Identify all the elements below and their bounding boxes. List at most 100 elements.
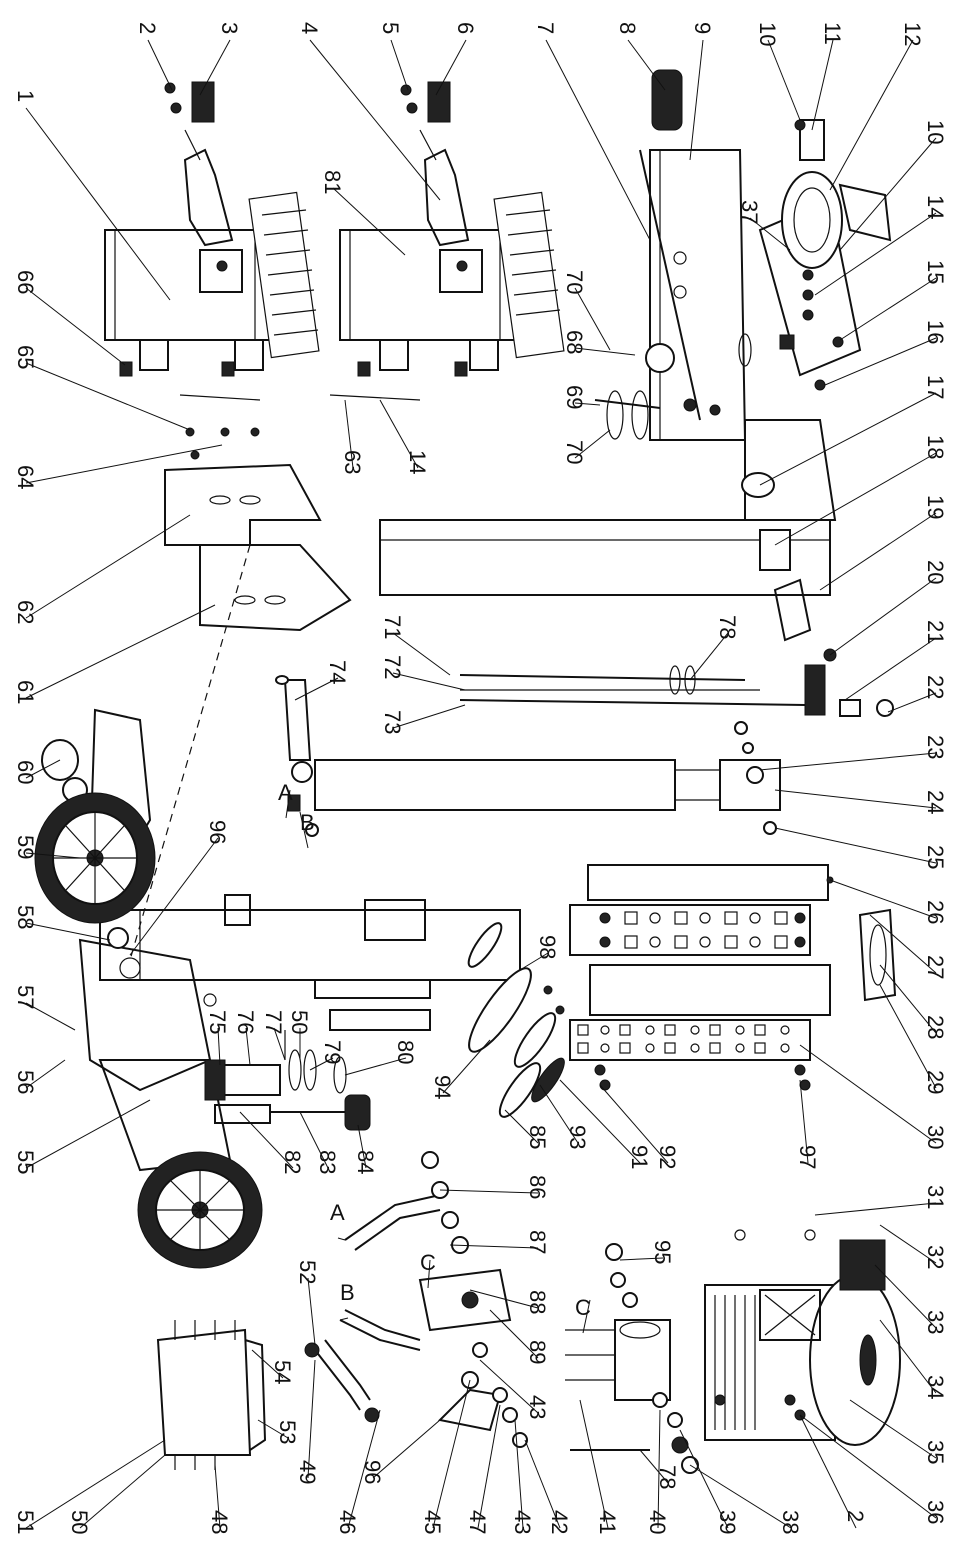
leader-line: [627, 39, 666, 91]
callout-c31: 31: [814, 1185, 948, 1216]
leader-line: [257, 1419, 289, 1439]
leader-line: [477, 1404, 501, 1529]
callout-number: C: [575, 1295, 591, 1320]
part-rods: [459, 665, 806, 706]
callout-number: 50: [287, 1010, 312, 1034]
callout-c12: 12: [829, 22, 925, 191]
leader-line: [392, 632, 451, 676]
callout-c77: 77: [261, 1010, 286, 1061]
callout-number: 55: [13, 1150, 38, 1174]
leader-line: [25, 1002, 76, 1031]
part-pulleys: [467, 922, 565, 1118]
leader-line: [392, 704, 466, 729]
callout-c8: 8: [615, 22, 666, 91]
callout-number: 66: [13, 270, 38, 294]
leader-line: [639, 1449, 669, 1484]
callout-c33: 33: [874, 1264, 948, 1334]
callout-number: 68: [562, 330, 587, 354]
callout-number: 11: [820, 22, 845, 45]
callout-c84: 84: [353, 1124, 378, 1174]
callout-number: 81: [320, 170, 345, 194]
callout-c98: 98: [519, 935, 560, 971]
callout-number: 5: [378, 22, 403, 34]
leader-line: [839, 137, 937, 251]
callout-c89: 89: [489, 1309, 550, 1364]
callout-c36: 36: [799, 1414, 948, 1524]
callout-c87: 87: [449, 1230, 550, 1254]
callout-c55: 55: [13, 1099, 151, 1174]
callout-number: 69: [562, 385, 587, 409]
callout-c51: 51: [13, 1439, 166, 1534]
callout-number: 26: [923, 900, 948, 924]
callout-c47: 47: [465, 1404, 501, 1534]
leader-line: [379, 399, 419, 469]
callout-number: 50: [67, 1510, 92, 1534]
callout-number: A: [278, 780, 293, 805]
leader-line: [811, 39, 834, 131]
callout-number: 34: [923, 1375, 948, 1399]
part-top-bracket: [738, 119, 892, 391]
callout-number: 73: [380, 710, 405, 734]
callout-c52: 52: [295, 1260, 320, 1346]
callout-number: 2: [135, 22, 160, 34]
callout-number: 4: [297, 22, 322, 34]
callout-number: 77: [261, 1010, 286, 1034]
callout-number: 27: [923, 955, 948, 979]
callout-c40: 40: [645, 1409, 670, 1534]
leader-line: [479, 1359, 539, 1414]
callout-c26: 26: [829, 879, 948, 924]
leader-line: [357, 1124, 367, 1169]
callout-c62: 62: [13, 514, 191, 624]
leader-line: [25, 107, 171, 301]
leader-line: [307, 1277, 316, 1346]
leader-line: [439, 1189, 539, 1194]
callout-c56: 56: [13, 1059, 66, 1094]
parts-drawing: [34, 69, 901, 1474]
callout-number: 59: [13, 835, 38, 859]
callout-c35: 35: [849, 1399, 948, 1464]
leader-line: [25, 852, 81, 859]
leader-line: [344, 399, 354, 469]
callout-c71: 71: [380, 615, 451, 676]
leader-line: [799, 1044, 937, 1144]
leader-line: [489, 1309, 539, 1359]
callout-cC1: C: [420, 1250, 436, 1289]
callout-c41: 41: [579, 1399, 620, 1534]
callout-c2: 2: [135, 22, 173, 91]
callout-number: 35: [923, 1440, 948, 1464]
leader-line: [539, 1084, 579, 1144]
callout-number: 97: [795, 1145, 820, 1169]
callout-number: 87: [525, 1230, 550, 1254]
leader-line: [25, 514, 191, 619]
callout-c66: 66: [13, 270, 126, 366]
callout-number: 65: [13, 345, 38, 369]
callout-c61: 61: [13, 604, 216, 704]
callout-number: 3: [217, 22, 242, 34]
callout-c5: 5: [378, 22, 409, 91]
callout-number: 1: [13, 90, 38, 102]
part-electric-motor: [565, 1229, 901, 1474]
part-leg-frame-upper: [104, 81, 320, 377]
callout-number: 91: [627, 1145, 652, 1169]
callout-number: 51: [13, 1510, 38, 1534]
callout-c96b: 96: [360, 1419, 441, 1484]
leader-line: [299, 811, 309, 849]
leader-line: [559, 1079, 641, 1164]
leader-line: [309, 1057, 334, 1071]
callout-number: 31: [923, 1185, 948, 1209]
callout-number: 82: [280, 1150, 305, 1174]
leader-line: [582, 1299, 591, 1334]
leader-line: [579, 1399, 609, 1529]
leader-line: [79, 1454, 166, 1529]
callout-number: 16: [923, 320, 948, 344]
leader-line: [294, 677, 339, 701]
leader-line: [829, 879, 937, 919]
callout-number: 61: [13, 680, 38, 704]
leader-line: [689, 39, 704, 161]
callout-c20: 20: [829, 560, 948, 656]
callout-c24: 24: [774, 789, 948, 814]
callout-c43b: 43: [510, 1419, 535, 1534]
part-side-plates: [164, 427, 352, 632]
callout-number: A: [330, 1200, 345, 1225]
